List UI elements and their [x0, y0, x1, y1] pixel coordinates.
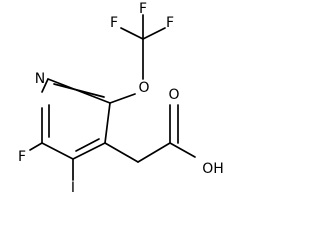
atom-label-f-ring: F: [18, 149, 26, 165]
atom-label-f: F: [166, 15, 174, 31]
bond-ch2-cooh: [137, 142, 171, 163]
bond-ring-c2-c3: [41, 142, 74, 160]
bond-c4-ch2: [104, 142, 139, 163]
atom-label-i: I: [71, 180, 75, 196]
bond-c-oh: [169, 142, 196, 158]
atom-label-f: F: [110, 15, 118, 31]
acetic-acid-bonds: [104, 104, 196, 163]
atom-label-n: N: [35, 71, 45, 87]
atom-label-o-ether: O: [138, 80, 149, 96]
bond-ring-c4-c5: [104, 102, 111, 144]
atom-label-o-carbonyl: O: [168, 87, 179, 103]
atom-label-oh: OH: [202, 161, 224, 177]
chemical-structure: F F F O N F I O OH: [18, 1, 224, 196]
bond-ring-c6-n: [41, 78, 49, 93]
bond-cf-right: [142, 27, 166, 40]
trifluoromethyl-bonds: [120, 14, 166, 80]
bond-ring-c6-c5-inner: [53, 83, 105, 98]
bond-ring-c3-c4: [72, 142, 106, 160]
bond-c2-f: [29, 142, 43, 151]
bond-ring-c3-c4-inner: [75, 138, 100, 152]
atom-label-f: F: [139, 1, 147, 17]
bond-cf-left: [120, 27, 144, 40]
pyridine-ring-bonds: [41, 78, 111, 160]
bond-o-ether-ring: [109, 93, 136, 104]
